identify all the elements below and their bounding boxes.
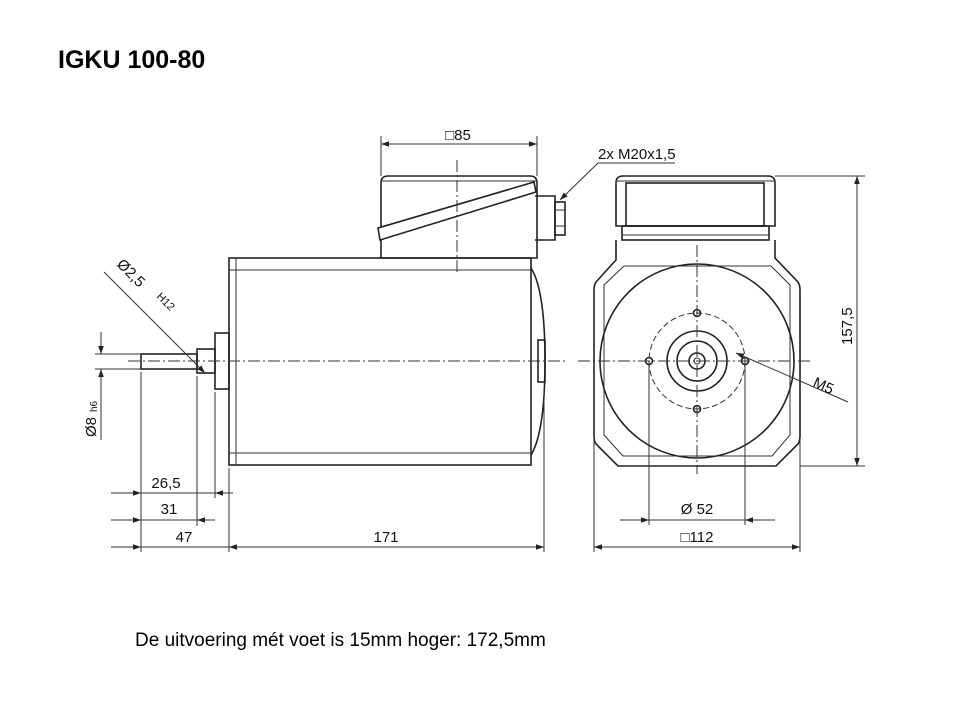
side-view — [128, 160, 566, 466]
box-width-label: □85 — [445, 127, 471, 144]
shaft-length-3-label: 47 — [176, 529, 193, 546]
total-height-label: 157,5 — [839, 307, 856, 345]
front-view — [578, 175, 812, 474]
thread-label: M5 — [810, 374, 836, 398]
hole-diameter-label: Ø2,5 — [113, 256, 148, 291]
body-length-label: 171 — [373, 529, 398, 546]
pilot-diameter-label: Ø 52 — [681, 501, 714, 518]
shaft-length-1-label: 26,5 — [151, 475, 180, 492]
shaft-tolerance-label: h6 — [89, 400, 100, 412]
side-dimensions: □85 2x M20x1,5 Ø2,5 H12 Ø8 h6 26,5 31 — [83, 127, 676, 552]
shaft-diameter-label: Ø8 — [83, 417, 100, 437]
shaft-length-2-label: 31 — [161, 501, 178, 518]
hole-tolerance-label: H12 — [154, 291, 177, 314]
footnote: De uitvoering mét voet is 15mm hoger: 17… — [135, 630, 546, 651]
front-dimensions: 157,5 M5 Ø 52 □112 — [593, 175, 865, 552]
flange-square-label: □112 — [681, 529, 714, 546]
terminal-box — [377, 175, 566, 259]
page-title: IGKU 100-80 — [58, 46, 206, 74]
cable-gland-label: 2x M20x1,5 — [598, 146, 676, 163]
